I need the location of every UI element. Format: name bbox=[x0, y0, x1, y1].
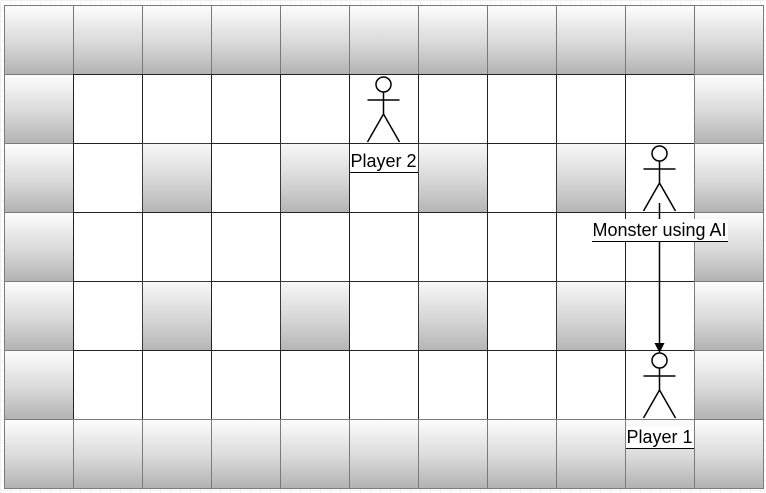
board-cell-wall bbox=[73, 419, 143, 489]
board-cell-wall bbox=[280, 5, 350, 75]
board-cell-wall bbox=[4, 143, 74, 213]
board-cell-dark bbox=[418, 143, 488, 213]
board-cell-light bbox=[487, 281, 557, 351]
board-cell-light bbox=[349, 74, 419, 144]
board-cell-wall bbox=[694, 350, 764, 420]
board-cell-dark bbox=[556, 143, 626, 213]
board-cell-wall bbox=[211, 419, 281, 489]
board-cell-wall bbox=[349, 5, 419, 75]
board-cell-wall bbox=[694, 5, 764, 75]
board-cell-light bbox=[73, 212, 143, 282]
board-cell-light bbox=[280, 74, 350, 144]
board-cell-wall bbox=[142, 5, 212, 75]
board-cell-light bbox=[73, 74, 143, 144]
board-cell-light bbox=[73, 281, 143, 351]
monster-label: Monster using AI bbox=[591, 219, 728, 242]
board-cell-wall bbox=[4, 350, 74, 420]
board-cell-wall bbox=[73, 5, 143, 75]
board-cell-wall bbox=[418, 419, 488, 489]
board-cell-light bbox=[487, 212, 557, 282]
board-cell-wall bbox=[694, 419, 764, 489]
board-cell-light bbox=[349, 281, 419, 351]
board-cell-wall bbox=[280, 419, 350, 489]
board-cell-wall bbox=[4, 419, 74, 489]
board-cell-dark bbox=[280, 281, 350, 351]
board-cell-wall bbox=[418, 5, 488, 75]
board-cell-wall bbox=[4, 212, 74, 282]
player1-label: Player 1 bbox=[625, 426, 694, 449]
board-cell-light bbox=[487, 74, 557, 144]
board-cell-wall bbox=[4, 5, 74, 75]
board-cell-dark bbox=[418, 281, 488, 351]
board-cell-dark bbox=[142, 143, 212, 213]
board-cell-light bbox=[487, 143, 557, 213]
board-cell-light bbox=[556, 350, 626, 420]
board-cell-wall bbox=[4, 281, 74, 351]
board-cell-light bbox=[211, 212, 281, 282]
board-cell-light bbox=[73, 350, 143, 420]
board-cell-light bbox=[211, 74, 281, 144]
board-cell-light bbox=[556, 74, 626, 144]
board-cell-dark bbox=[142, 281, 212, 351]
board-cell-wall bbox=[211, 5, 281, 75]
board-cell-light bbox=[625, 350, 695, 420]
board-cell-light bbox=[73, 143, 143, 213]
board-cell-light bbox=[349, 212, 419, 282]
board-cell-wall bbox=[142, 419, 212, 489]
board-cell-wall bbox=[487, 5, 557, 75]
board-cell-dark bbox=[556, 281, 626, 351]
board-cell-light bbox=[211, 350, 281, 420]
board-cell-light bbox=[487, 350, 557, 420]
board-cell-wall bbox=[4, 74, 74, 144]
board-cell-light bbox=[280, 350, 350, 420]
board-cell-light bbox=[142, 350, 212, 420]
board-cell-wall bbox=[694, 281, 764, 351]
board-cell-light bbox=[142, 212, 212, 282]
board-cell-wall bbox=[349, 419, 419, 489]
board-cell-wall bbox=[556, 419, 626, 489]
board-cell-dark bbox=[280, 143, 350, 213]
board-cell-wall bbox=[556, 5, 626, 75]
board-cell-wall bbox=[625, 5, 695, 75]
board-cell-light bbox=[418, 350, 488, 420]
board-cell-light bbox=[211, 143, 281, 213]
board-cell-light bbox=[349, 350, 419, 420]
player2-label: Player 2 bbox=[349, 150, 418, 173]
board-cell-light bbox=[625, 74, 695, 144]
board-cell-light bbox=[418, 212, 488, 282]
board-cell-light bbox=[142, 74, 212, 144]
board-cell-light bbox=[280, 212, 350, 282]
board-cell-light bbox=[418, 74, 488, 144]
board-cell-wall bbox=[487, 419, 557, 489]
board-cell-light bbox=[625, 143, 695, 213]
board-cell-wall bbox=[694, 74, 764, 144]
board-cell-wall bbox=[694, 143, 764, 213]
board-cell-light bbox=[211, 281, 281, 351]
board-cell-light bbox=[625, 281, 695, 351]
